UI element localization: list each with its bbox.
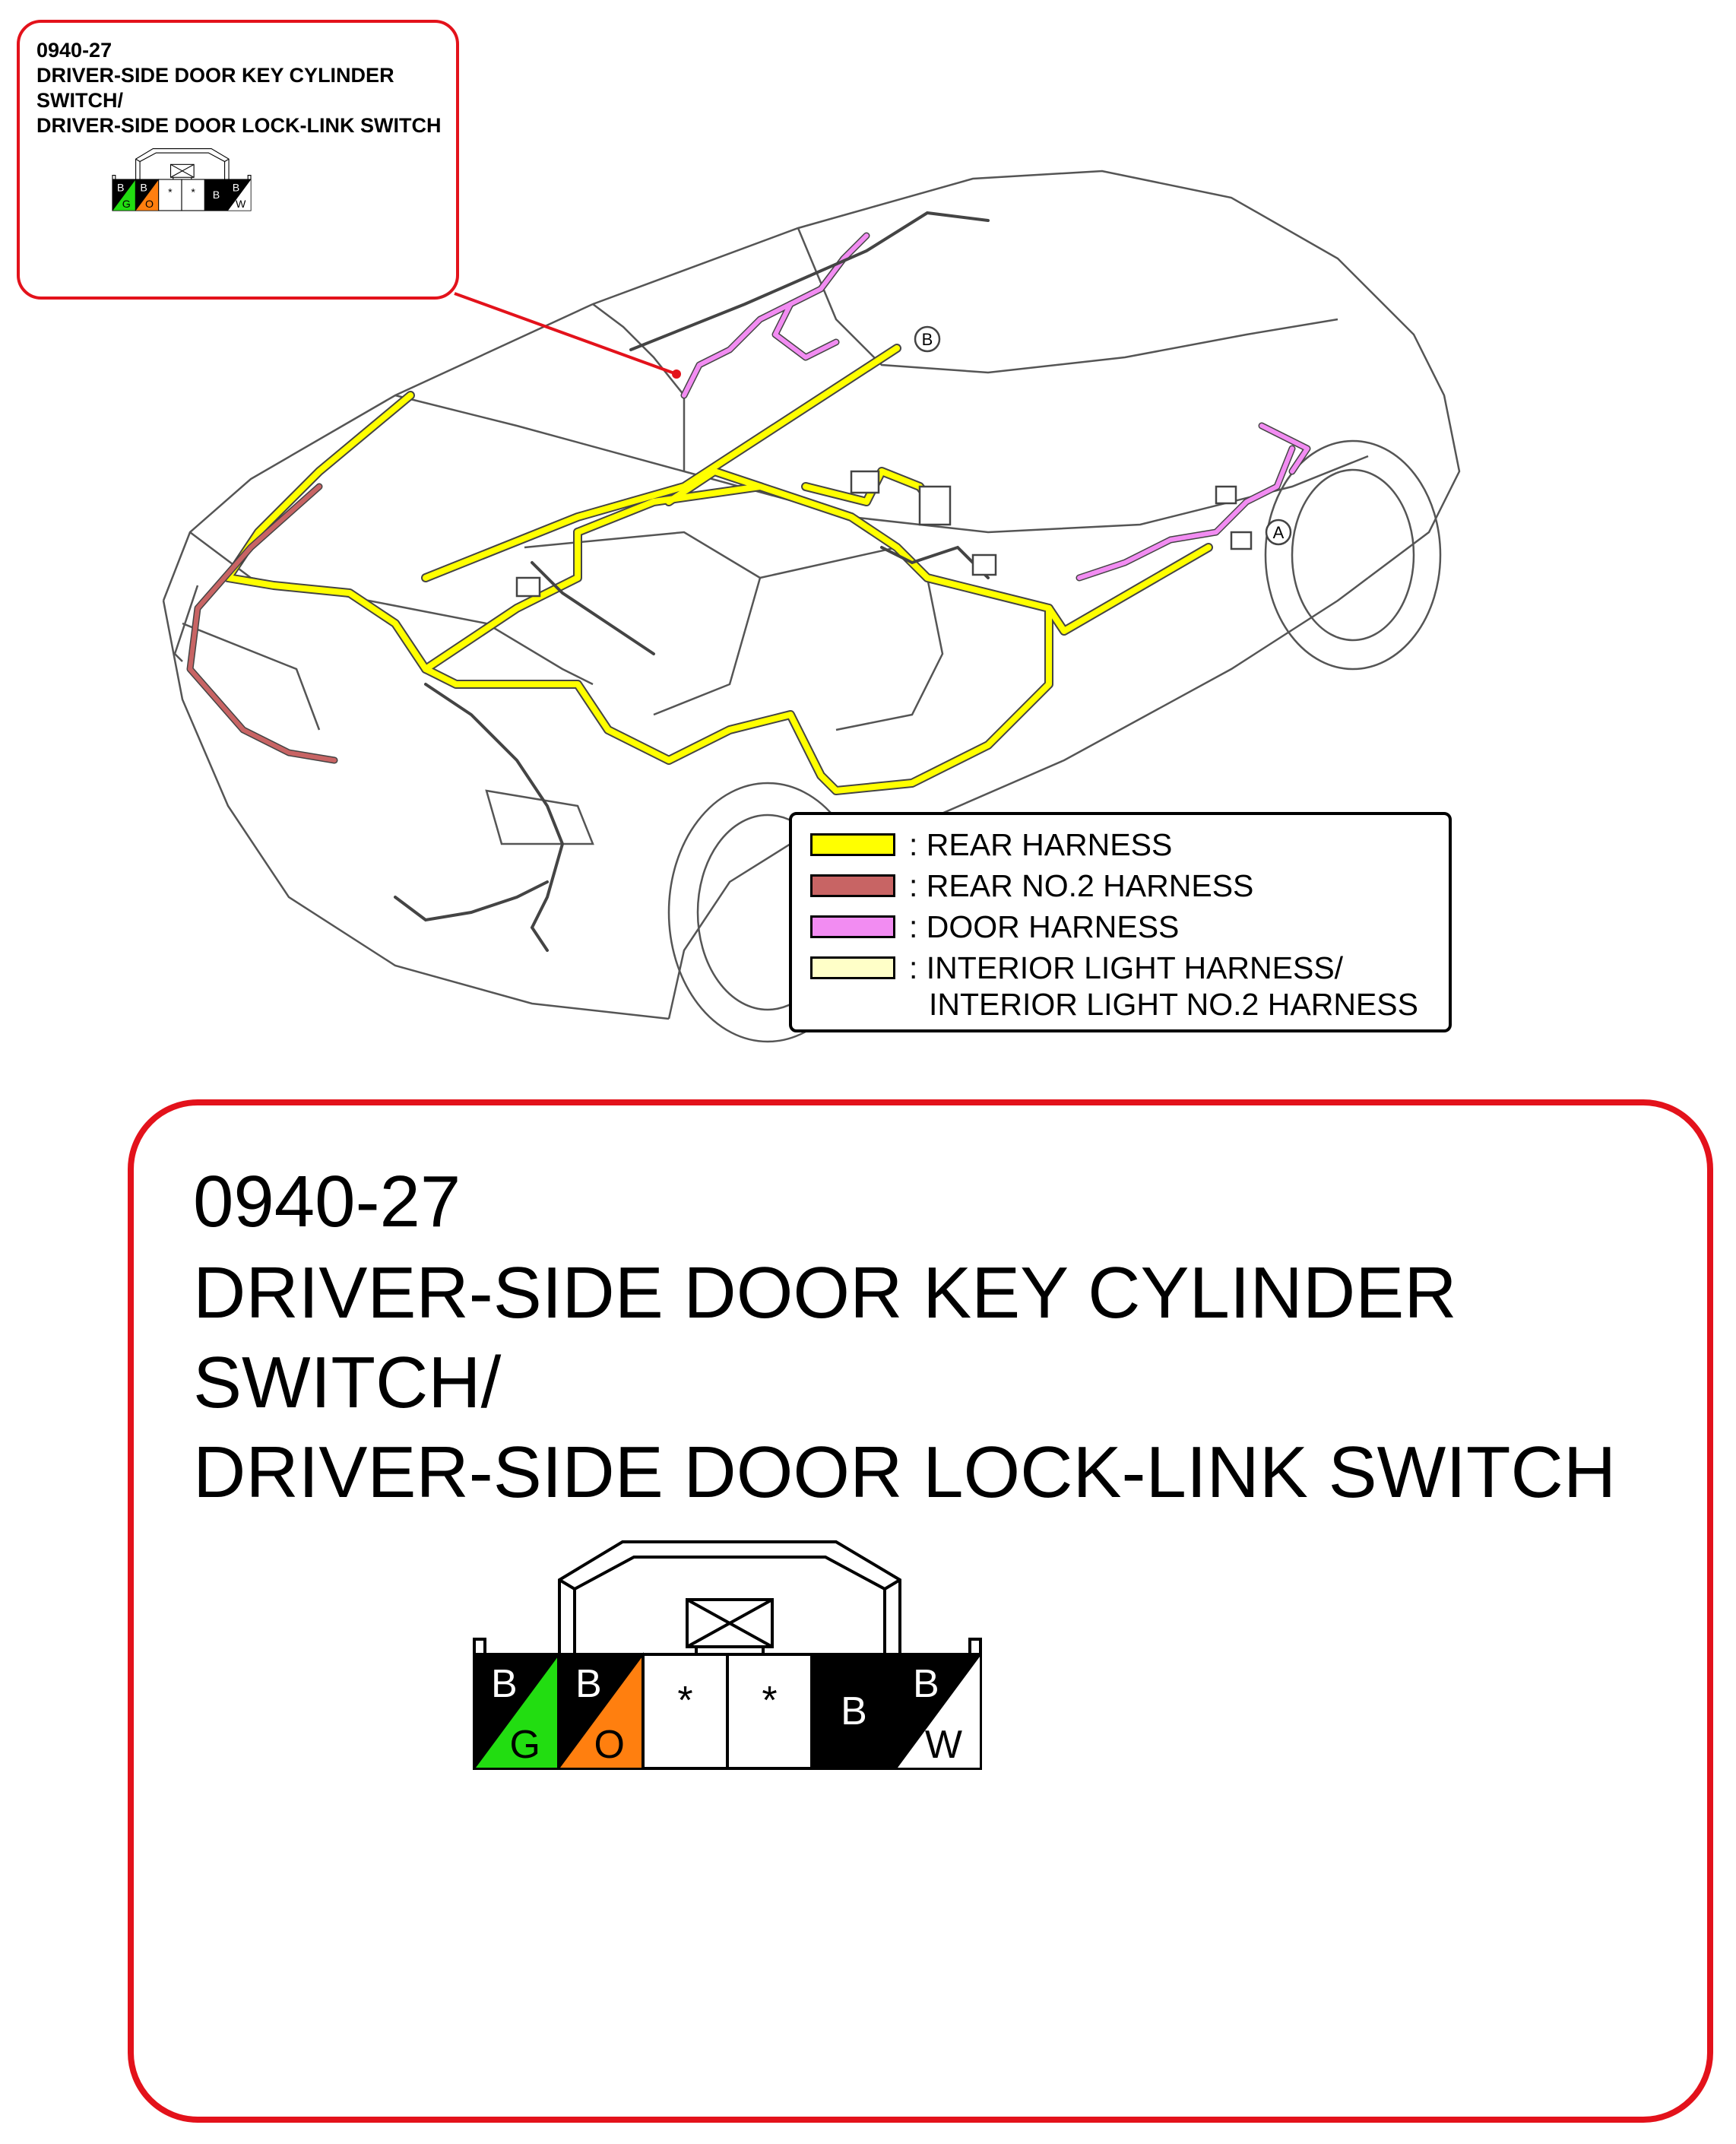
- pin-bottom-label: O: [145, 198, 154, 211]
- connector-pin: BO: [135, 179, 160, 211]
- large-callout-title-line: SWITCH/: [193, 1342, 502, 1423]
- connector-pin: *: [181, 179, 205, 211]
- legend-item-interior-light-harness: : INTERIOR LIGHT HARNESS/: [810, 950, 1343, 985]
- pin-top-label: *: [677, 1679, 692, 1723]
- small-callout-title-line: SWITCH/: [36, 89, 123, 112]
- harness-color-legend: : REAR HARNESS : REAR NO.2 HARNESS : DOO…: [789, 812, 1452, 1032]
- marker-a-circle: [1265, 519, 1292, 546]
- pin-bottom-label: G: [510, 1723, 540, 1767]
- pin-top-label: B: [213, 189, 220, 201]
- connector-pin: *: [726, 1653, 813, 1770]
- legend-label: : DOOR HARNESS: [909, 909, 1180, 944]
- large-callout-title-line: DRIVER-SIDE DOOR LOCK-LINK SWITCH: [193, 1432, 1617, 1513]
- large-callout-title-line: DRIVER-SIDE DOOR KEY CYLINDER: [193, 1252, 1457, 1334]
- connector-pin: B: [204, 179, 229, 211]
- connector-pin: BO: [557, 1651, 645, 1770]
- harness-reference-markers: B A: [914, 325, 1292, 546]
- connector-blocks: [515, 470, 1253, 598]
- marker-b-label: B: [922, 330, 933, 349]
- connector-pin: BG: [112, 179, 136, 211]
- marker-a-label: A: [1273, 523, 1285, 542]
- pin-top-label: B: [233, 182, 239, 194]
- small-connector-callout: 0940-27 DRIVER-SIDE DOOR KEY CYLINDER SW…: [17, 20, 459, 300]
- large-callout-title: DRIVER-SIDE DOOR KEY CYLINDER SWITCH/ DR…: [193, 1248, 1616, 1518]
- legend-label: : REAR NO.2 HARNESS: [909, 868, 1254, 903]
- connector-housing: [473, 1540, 982, 1654]
- pin-top-label: *: [191, 186, 195, 198]
- small-callout-code: 0940-27: [36, 39, 112, 62]
- connector-pin: BW: [895, 1651, 982, 1770]
- legend-label: : REAR HARNESS: [909, 827, 1173, 862]
- legend-label: : INTERIOR LIGHT HARNESS/: [909, 950, 1344, 985]
- legend-label-continuation: INTERIOR LIGHT NO.2 HARNESS: [929, 987, 1418, 1022]
- connector-pin: *: [641, 1653, 729, 1770]
- pin-bottom-label: G: [122, 198, 131, 211]
- connector-pin: B: [810, 1653, 898, 1770]
- small-callout-title-line: DRIVER-SIDE DOOR LOCK-LINK SWITCH: [36, 114, 442, 137]
- legend-swatch: [810, 915, 895, 938]
- large-callout-code: 0940-27: [193, 1161, 461, 1242]
- pin-top-label: *: [168, 186, 173, 198]
- connector-housing: [112, 148, 252, 179]
- pin-top-label: B: [140, 182, 147, 194]
- connector-pin: BW: [227, 179, 252, 211]
- pin-bottom-label: W: [236, 198, 246, 211]
- pin-top-label: B: [117, 182, 124, 194]
- small-callout-title: DRIVER-SIDE DOOR KEY CYLINDER SWITCH/ DR…: [36, 63, 462, 138]
- pin-top-label: B: [841, 1689, 867, 1733]
- small-callout-title-line: DRIVER-SIDE DOOR KEY CYLINDER: [36, 64, 394, 87]
- marker-b-circle: [914, 325, 941, 353]
- pin-top-label: B: [491, 1662, 518, 1706]
- vehicle-harness-illustration: B A: [162, 170, 1461, 1043]
- pin-top-label: B: [575, 1662, 602, 1706]
- connector-pin: *: [158, 179, 182, 211]
- legend-swatch: [810, 833, 895, 856]
- pin-bottom-label: W: [925, 1723, 962, 1767]
- connector-latch: [686, 1598, 774, 1654]
- pin-top-label: B: [913, 1662, 939, 1706]
- large-connector-callout: 0940-27 DRIVER-SIDE DOOR KEY CYLINDER SW…: [128, 1099, 1713, 2123]
- connector-pin: BG: [473, 1651, 560, 1770]
- pin-bottom-label: O: [594, 1723, 625, 1767]
- legend-swatch: [810, 956, 895, 979]
- legend-item-rear-harness: : REAR HARNESS: [810, 827, 1172, 862]
- callout-leader-line: [454, 292, 681, 379]
- legend-item-rear-no2-harness: : REAR NO.2 HARNESS: [810, 868, 1253, 903]
- legend-item-door-harness: : DOOR HARNESS: [810, 909, 1179, 944]
- legend-swatch: [810, 874, 895, 897]
- pin-top-label: *: [762, 1679, 777, 1723]
- connector-latch: [169, 163, 195, 179]
